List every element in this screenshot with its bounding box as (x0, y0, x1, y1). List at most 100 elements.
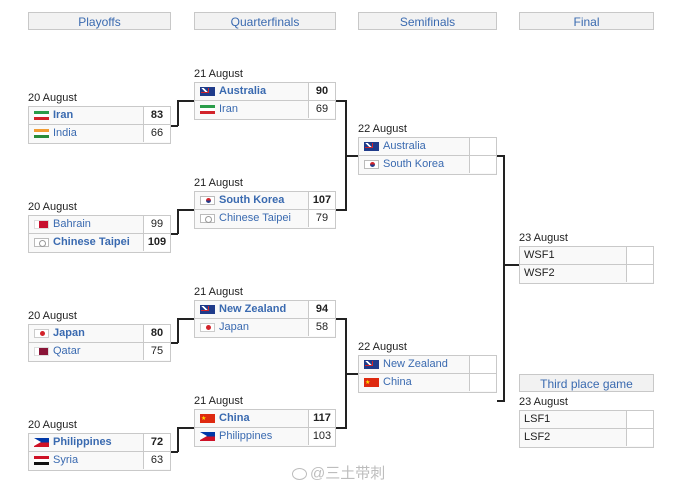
team-name: South Korea (219, 194, 285, 206)
bracket-connector (177, 100, 179, 126)
team-name: Bahrain (53, 218, 91, 230)
match-date: 21 August (194, 68, 243, 80)
team-name: Iran (219, 103, 238, 115)
bahrain-flag-icon (34, 220, 49, 229)
bracket-connector (171, 342, 178, 344)
team-row: Australia (358, 137, 497, 156)
team-row: LSF2 (519, 429, 654, 448)
team-score (469, 374, 496, 391)
chinese-taipei-flag-icon (200, 214, 215, 223)
team-row: New Zealand 94 (194, 300, 336, 319)
team-name: China (383, 376, 412, 388)
chinese-taipei-flag-icon (34, 238, 49, 247)
match-date: 20 August (28, 419, 77, 431)
team-score: 109 (143, 234, 170, 251)
team-name: Qatar (53, 345, 81, 357)
team-score (626, 429, 653, 446)
bracket-connector (177, 209, 179, 234)
team-score: 75 (143, 343, 170, 360)
team-score: 63 (143, 452, 170, 469)
team-row: Philippines 103 (194, 428, 336, 447)
team-name: Chinese Taipei (219, 212, 291, 224)
team-row: WSF1 (519, 246, 654, 265)
team-score: 90 (308, 83, 335, 100)
bracket-connector (336, 100, 347, 102)
quarterfinal-match: New Zealand 94 Japan 58 (194, 300, 336, 338)
team-name: India (53, 127, 77, 139)
bracket-connector (177, 318, 194, 320)
team-name: Australia (383, 140, 426, 152)
japan-flag-icon (200, 323, 215, 332)
semifinal-match: Australia South Korea (358, 137, 497, 175)
team-row: WSF2 (519, 265, 654, 284)
team-row: LSF1 (519, 410, 654, 429)
bracket-connector (177, 209, 194, 211)
semifinal-match: New Zealand China (358, 355, 497, 393)
team-score: 99 (143, 216, 170, 233)
team-name: LSF2 (524, 431, 551, 443)
qatar-flag-icon (34, 347, 49, 356)
team-name: LSF1 (524, 413, 551, 425)
weibo-icon (292, 468, 307, 481)
bracket-connector (177, 100, 194, 102)
team-row: Bahrain 99 (28, 215, 171, 234)
south-korea-flag-icon (364, 160, 379, 169)
team-name: New Zealand (219, 303, 287, 315)
match-date: 22 August (358, 341, 407, 353)
bracket-connector (177, 427, 179, 452)
team-score (469, 138, 496, 155)
japan-flag-icon (34, 329, 49, 338)
bracket-connector (503, 264, 519, 266)
final-match: WSF1 WSF2 (519, 246, 654, 284)
team-name: Philippines (219, 430, 273, 442)
bracket-connector (345, 373, 358, 375)
match-date: 20 August (28, 310, 77, 322)
team-score (469, 356, 496, 373)
match-date: 21 August (194, 395, 243, 407)
team-score: 80 (143, 325, 170, 342)
team-row: South Korea (358, 156, 497, 175)
header-semifinals: Semifinals (358, 12, 497, 30)
team-name: Japan (219, 321, 249, 333)
team-score: 94 (308, 301, 335, 318)
team-row: China (358, 374, 497, 393)
match-date: 21 August (194, 286, 243, 298)
bracket-connector (336, 318, 347, 320)
bracket-connector (171, 451, 178, 453)
team-name: Chinese Taipei (53, 236, 130, 248)
team-row: Qatar 75 (28, 343, 171, 362)
china-flag-icon (364, 375, 379, 392)
bracket-connector (177, 318, 179, 343)
bracket-connector (177, 427, 194, 429)
team-score: 72 (143, 434, 170, 451)
team-score: 107 (308, 192, 335, 209)
playoff-match: Bahrain 99 Chinese Taipei 109 (28, 215, 171, 253)
team-score: 58 (308, 319, 335, 336)
australia-flag-icon (200, 87, 215, 96)
bracket-connector (503, 155, 505, 402)
australia-flag-icon (364, 142, 379, 151)
team-name: WSF2 (524, 267, 555, 279)
team-row: New Zealand (358, 355, 497, 374)
watermark: @三土带刺 (292, 462, 385, 483)
team-name: New Zealand (383, 358, 448, 370)
team-score (626, 411, 653, 428)
match-date: 21 August (194, 177, 243, 189)
header-final: Final (519, 12, 654, 30)
header-quarterfinals: Quarterfinals (194, 12, 336, 30)
match-date: 23 August (519, 396, 568, 408)
bracket-connector (171, 233, 178, 235)
team-score: 103 (308, 428, 335, 445)
philippines-flag-icon (200, 432, 215, 441)
